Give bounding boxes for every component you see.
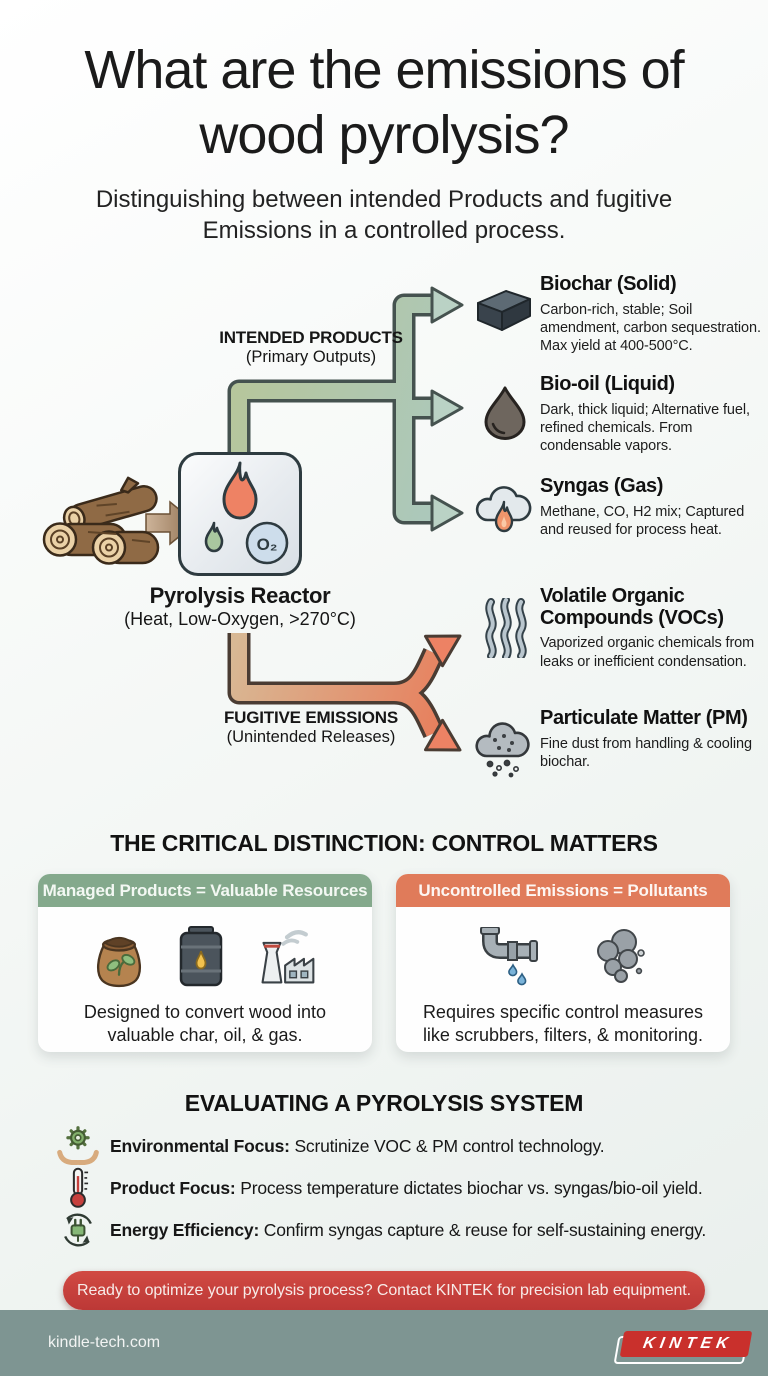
evaluation-item-environmental: Environmental Focus: Scrutinize VOC & PM… [56,1124,736,1168]
factory-icon [261,930,315,984]
intended-products-label: INTENDED PRODUCTS (Primary Outputs) [219,328,403,367]
website-link[interactable]: kindle-tech.com [48,1334,161,1351]
cta-banner[interactable]: Ready to optimize your pyrolysis process… [63,1271,705,1310]
flame-icon [222,461,258,520]
evaluation-item-label: Product Focus: [110,1177,236,1198]
pyrolysis-reactor-box: O₂ [178,452,302,576]
kintek-logo: KINTEK [613,1331,753,1364]
reactor-label: Pyrolysis Reactor (Heat, Low-Oxygen, >27… [124,583,356,629]
hands-gear-icon [57,1126,99,1166]
svg-text:O₂: O₂ [257,535,278,554]
product-syngas: Syngas (Gas) Methane, CO, H2 mix; Captur… [540,475,768,539]
vapor-waves-icon [485,598,527,658]
green-flame-icon [204,521,224,553]
flow-pipes-graphic [145,286,464,752]
biochar-sack-icon [97,936,141,988]
product-bio-oil: Bio-oil (Liquid) Dark, thick liquid; Alt… [540,373,768,456]
distinction-heading: THE CRITICAL DISTINCTION: CONTROL MATTER… [110,830,658,856]
fugitive-emissions-label: FUGITIVE EMISSIONS (Unintended Releases) [224,708,398,747]
evaluation-item-label: Energy Efficiency: [110,1219,260,1240]
oil-droplet-icon [484,386,526,440]
card-text: Designed to convert wood into valuable c… [83,1002,327,1045]
card-header: Managed Products = Valuable Resources [38,874,372,907]
emission-title: Particulate Matter (PM) [540,707,748,729]
product-title: Syngas (Gas) [540,475,664,497]
evaluation-heading: EVALUATING A PYROLYSIS SYSTEM [184,1090,584,1116]
product-desc: Methane, CO, H2 mix; Captured and reused… [540,503,745,538]
wood-logs-icon [42,476,160,565]
product-biochar: Biochar (Solid) Carbon-rich, stable; Soi… [540,273,768,356]
card-header: Uncontrolled Emissions = Pollutants [396,874,730,907]
emission-pm: Particulate Matter (PM) Fine dust from h… [540,707,768,771]
product-desc: Dark, thick liquid; Alternative fuel, re… [540,401,750,455]
oxygen-icon: O₂ [245,521,289,565]
evaluation-item-label: Environmental Focus: [110,1135,290,1156]
dust-cloud-icon [475,722,530,778]
logo-text: KINTEK [641,1335,735,1352]
evaluation-item-energy: Energy Efficiency: Confirm syngas captur… [56,1208,736,1252]
syngas-cloud-icon [475,486,532,533]
biochar-block-icon [477,290,531,331]
evaluation-item-text: Scrutinize VOC & PM control technology. [294,1135,605,1156]
page-title: What are the emissions of wood pyrolysis… [84,40,684,165]
evaluation-item-text: Confirm syngas capture & reuse for self-… [263,1219,707,1240]
smoke-plume-icon [597,929,645,983]
emission-voc: Volatile Organic Compounds (VOCs) Vapori… [540,585,768,671]
leaking-pipe-icon [480,927,538,986]
page-subtitle: Distinguishing between intended Products… [95,186,673,245]
evaluation-item-text: Process temperature dictates biochar vs.… [240,1177,703,1198]
card-text: Requires specific control measures like … [422,1002,704,1045]
thermometer-icon [70,1167,89,1208]
uncontrolled-emissions-card: Uncontrolled Emissions = Pollutants [396,874,730,1052]
energy-recycle-icon [64,1213,92,1247]
header: What are the emissions of wood pyrolysis… [0,38,768,168]
product-desc: Carbon-rich, stable; Soil amendment, car… [540,301,761,355]
oil-barrel-icon [179,926,223,987]
emission-desc: Fine dust from handling & cooling biocha… [540,735,752,770]
emission-desc: Vaporized organic chemicals from leaks o… [540,635,755,670]
product-title: Bio-oil (Liquid) [540,373,675,395]
emission-title: Volatile Organic Compounds (VOCs) [540,585,724,629]
evaluation-item-product: Product Focus: Process temperature dicta… [56,1166,736,1210]
managed-products-card: Managed Products = Valuable Resources [38,874,372,1052]
product-title: Biochar (Solid) [540,273,677,295]
